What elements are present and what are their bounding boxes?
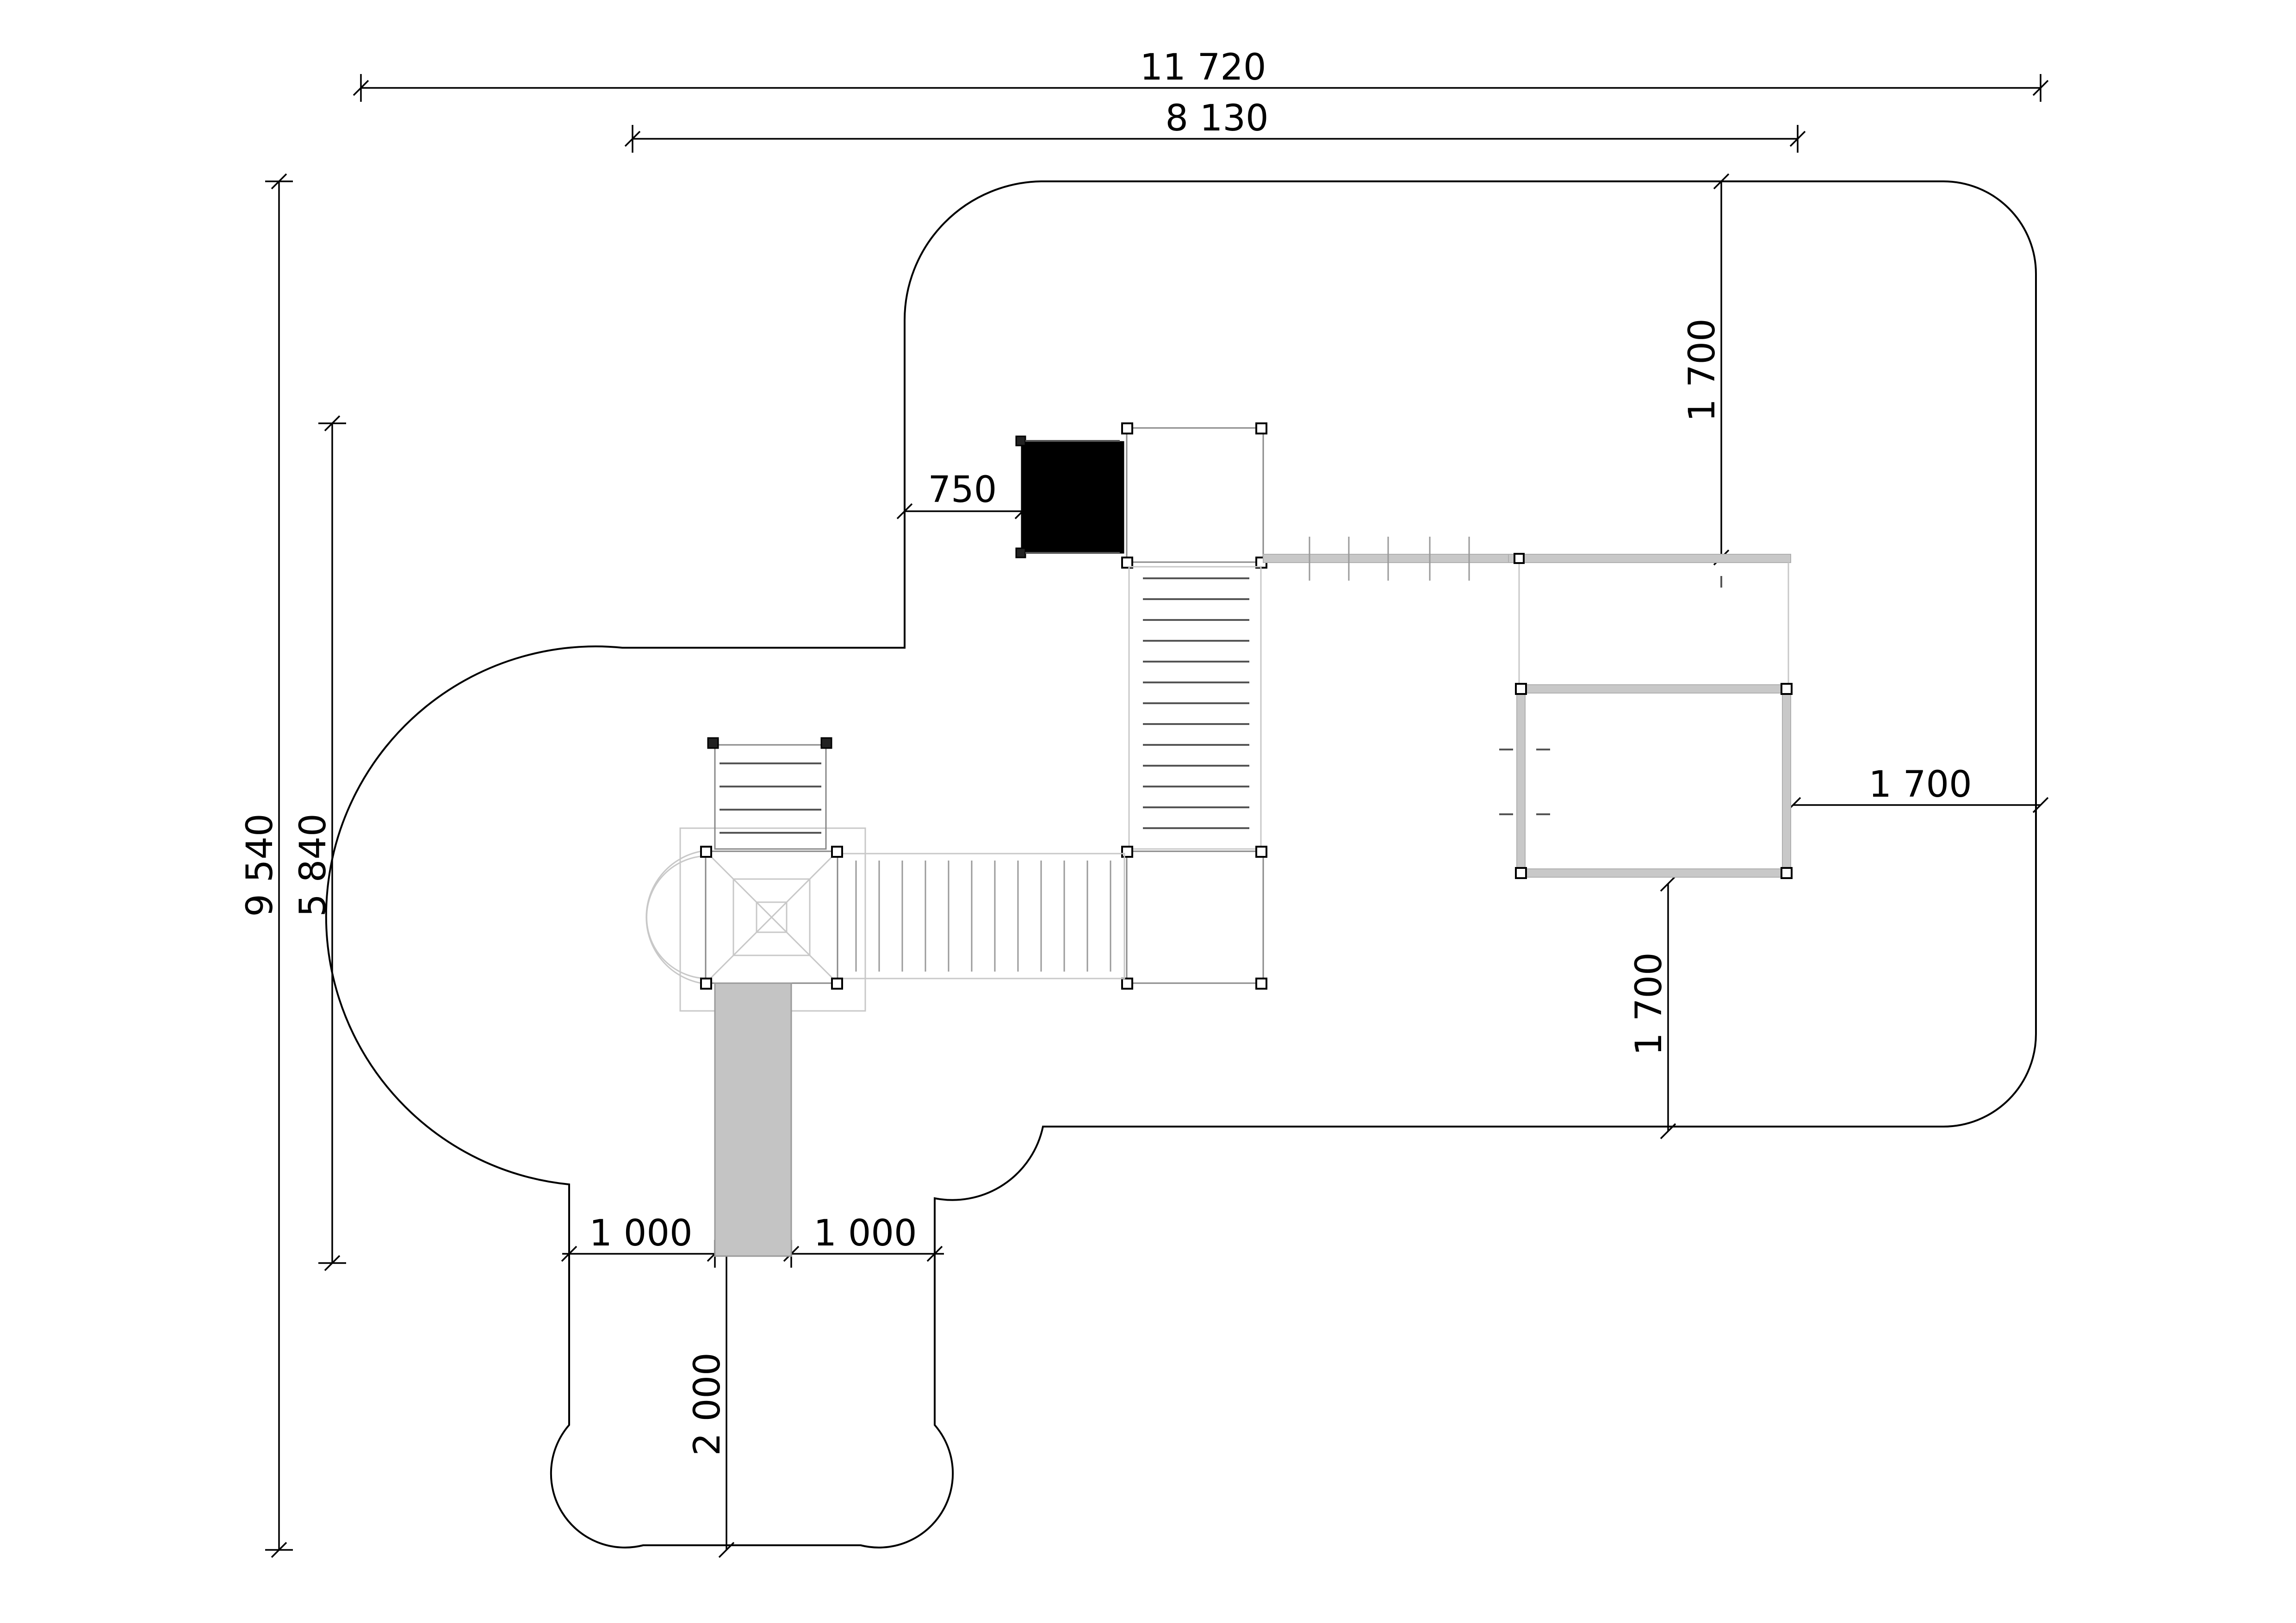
slide bbox=[714, 982, 792, 1257]
dim-clearance-right-label: 1 700 bbox=[1868, 764, 1972, 805]
dim-clearance-top: 1 700 bbox=[1682, 173, 1730, 566]
dim-clearance-right: 1 700 bbox=[1785, 764, 2049, 813]
dim-slide-exit-label: 2 000 bbox=[687, 1352, 728, 1456]
safety-zone-outline bbox=[325, 180, 2037, 1549]
horizontal-bridge bbox=[837, 853, 1125, 979]
dim-slide-exit: 2 000 bbox=[687, 1254, 735, 1558]
dim-clearance-bottom-right-label: 1 700 bbox=[1628, 952, 1670, 1055]
dim-slide-right-label: 1 000 bbox=[813, 1213, 917, 1254]
vertical-bridge bbox=[1128, 566, 1262, 850]
dim-inner-width: 8 130 bbox=[624, 98, 1806, 153]
dim-clearance-roof: 750 bbox=[896, 469, 1031, 520]
dim-slide-right: 1 000 bbox=[783, 1213, 944, 1268]
ladder bbox=[707, 737, 832, 850]
roofed-tower bbox=[1015, 435, 1124, 558]
swing-frame bbox=[1499, 553, 1793, 879]
dim-clearance-top-label: 1 700 bbox=[1682, 318, 1723, 421]
dim-inner-height: 5 840 bbox=[292, 415, 346, 1271]
dim-slide-left-label: 1 000 bbox=[589, 1213, 692, 1254]
dim-clearance-roof-label: 750 bbox=[928, 469, 997, 511]
tower-roof bbox=[1021, 441, 1124, 554]
monkey-bars bbox=[1263, 537, 1509, 581]
dim-overall-width: 11 720 bbox=[353, 47, 2049, 102]
dim-overall-height: 9 540 bbox=[239, 173, 293, 1558]
upper-platform bbox=[1121, 422, 1267, 569]
dim-clearance-bottom-right: 1 700 bbox=[1628, 875, 1676, 1140]
dim-inner-width-label: 8 130 bbox=[1165, 98, 1268, 139]
dim-overall-height-label: 9 540 bbox=[239, 813, 281, 917]
dim-inner-height-label: 5 840 bbox=[292, 813, 334, 917]
dim-overall-width-label: 11 720 bbox=[1140, 47, 1266, 88]
left-tower bbox=[645, 827, 866, 1012]
slide-chute bbox=[714, 982, 792, 1257]
dim-slide-left: 1 000 bbox=[561, 1213, 723, 1268]
middle-platform bbox=[1121, 846, 1267, 990]
